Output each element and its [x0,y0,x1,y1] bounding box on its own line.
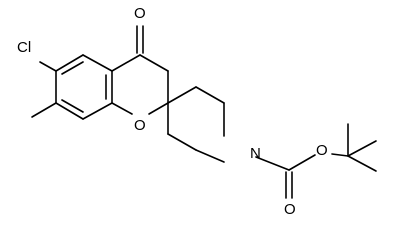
bond-c5-c6 [82,102,113,120]
bond-spiro-p1 [167,86,197,104]
bond-p4-p5 [167,133,197,151]
bond-ctert-me2 [347,155,377,172]
chemical-structure-diagram: Cl O O N O O [17,5,377,218]
bond-c4-c5 [55,102,84,120]
bond-oester-ctert [331,153,349,157]
atom-label-chlorine: Cl [17,39,31,56]
chromanone-ring [111,25,169,115]
atom-label-ester-oxygen: O [316,142,328,159]
aromatic-substituents [31,61,57,118]
atom-label-ketone-oxygen: O [134,5,146,22]
bond-n-p4 [195,149,225,163]
double-bond-c4-c5 [61,99,84,113]
bond-p1-p2 [195,86,225,104]
atom-label-nitrogen: N [250,145,261,162]
bond-carbonyl-oester [288,154,316,171]
bond-ctert-me3 [347,140,377,157]
piperidine-ring [167,86,225,163]
bond-n-carbonyl [255,156,290,171]
bond-c-methyl [31,102,57,118]
bond-c-cl [39,61,57,72]
boc-group [255,123,377,199]
bond-c2-c3 [55,54,84,72]
benzene-ring [55,54,113,120]
atom-label-carbonyl-oxygen: O [284,201,296,218]
bond-o1-c8a [111,102,133,115]
bond-spiro-o1 [148,102,169,115]
bond-c4a-c4 [111,54,141,72]
atom-labels: Cl O O N O O [17,5,328,218]
bond-c1-c2 [82,54,113,72]
atom-label-ring-oxygen: O [134,117,146,134]
bond-c4-c3 [139,54,169,72]
double-bond-c2-c3 [61,61,84,75]
